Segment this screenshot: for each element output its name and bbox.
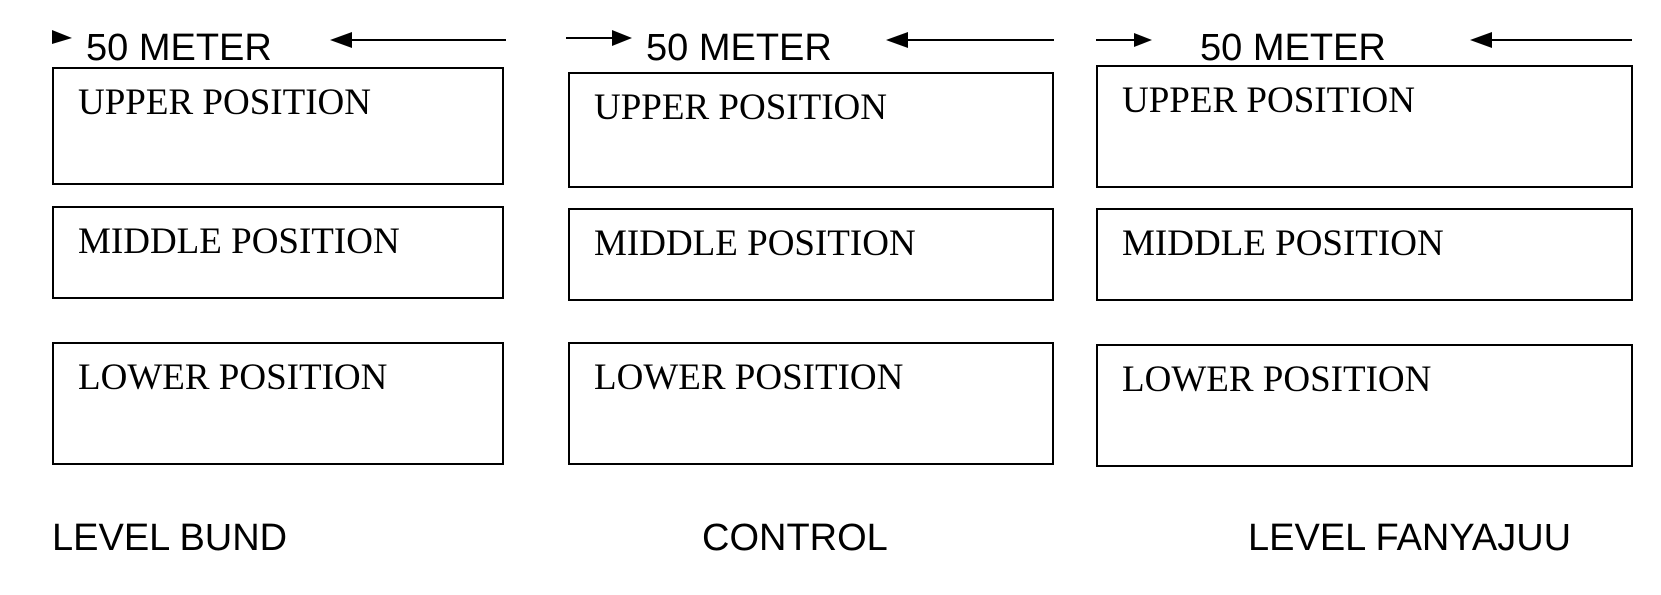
- middle-position-box: MIDDLE POSITION: [568, 208, 1054, 301]
- upper-position-label: UPPER POSITION: [78, 82, 371, 123]
- left-arrow-icon: [52, 30, 72, 44]
- upper-position-label: UPPER POSITION: [1122, 80, 1415, 121]
- middle-position-box: MIDDLE POSITION: [52, 206, 504, 299]
- column-level-bund: 50 METER UPPER POSITION MIDDLE POSITION …: [0, 0, 560, 595]
- upper-position-label: UPPER POSITION: [594, 87, 887, 128]
- width-label: 50 METER: [1200, 27, 1386, 69]
- treatment-label: CONTROL: [702, 517, 888, 559]
- middle-position-label: MIDDLE POSITION: [594, 223, 916, 264]
- lower-position-box: LOWER POSITION: [568, 342, 1054, 465]
- lower-position-label: LOWER POSITION: [78, 357, 388, 398]
- width-label: 50 METER: [86, 27, 272, 69]
- treatment-label: LEVEL BUND: [52, 517, 288, 559]
- right-arrow-icon: [330, 32, 506, 48]
- treatment-label: LEVEL FANYAJUU: [1248, 517, 1572, 559]
- width-label: 50 METER: [646, 27, 832, 69]
- right-arrow-icon: [886, 32, 1054, 48]
- left-arrow-icon: [1096, 33, 1152, 47]
- middle-position-label: MIDDLE POSITION: [1122, 223, 1444, 264]
- middle-position-label: MIDDLE POSITION: [78, 221, 400, 262]
- lower-position-label: LOWER POSITION: [594, 357, 904, 398]
- upper-position-box: UPPER POSITION: [568, 72, 1054, 188]
- lower-position-label: LOWER POSITION: [1122, 359, 1432, 400]
- lower-position-box: LOWER POSITION: [52, 342, 504, 465]
- upper-position-box: UPPER POSITION: [1096, 65, 1633, 188]
- upper-position-box: UPPER POSITION: [52, 67, 504, 185]
- middle-position-box: MIDDLE POSITION: [1096, 208, 1633, 301]
- left-arrow-icon: [566, 30, 632, 46]
- right-arrow-icon: [1470, 32, 1632, 48]
- lower-position-box: LOWER POSITION: [1096, 344, 1633, 467]
